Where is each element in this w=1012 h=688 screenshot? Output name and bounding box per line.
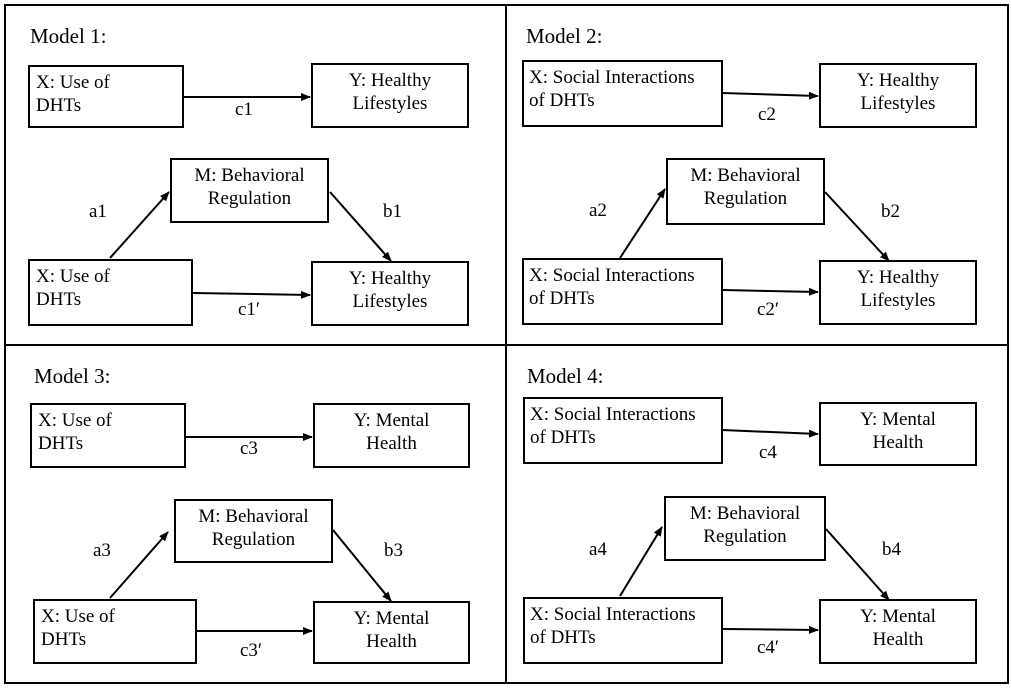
node-label-line1: Y: Healthy bbox=[856, 70, 940, 91]
node-label-line1: X: Social Interactions bbox=[529, 265, 695, 286]
node-label-line1: Y: Mental bbox=[860, 409, 936, 430]
model-title: Model 4: bbox=[527, 364, 604, 388]
independent-variable-box: X: Use of DHTs bbox=[30, 403, 186, 468]
node-label-line1: M: Behavioral bbox=[690, 165, 801, 186]
node-label-line2: of DHTs bbox=[529, 288, 595, 309]
node-label-line2: Regulation bbox=[207, 188, 292, 209]
node-label-line1: Y: Mental bbox=[353, 608, 430, 629]
path-label-c: c2 bbox=[758, 104, 776, 125]
node-label-line1: Y: Mental bbox=[860, 606, 936, 627]
node-label-line2: Lifestyles bbox=[352, 93, 428, 114]
node-label-line1: Y: Healthy bbox=[348, 268, 432, 289]
path-label-c: c1 bbox=[235, 99, 253, 120]
node-label-line1: X: Use of bbox=[38, 410, 112, 431]
node-label-line1: M: Behavioral bbox=[198, 506, 309, 527]
path-label-c-prime: c4′ bbox=[757, 637, 780, 658]
independent-variable-box: X: Use of DHTs bbox=[33, 599, 197, 664]
node-label-line2: Regulation bbox=[703, 526, 787, 547]
dependent-variable-box: Y: Healthy Lifestyles bbox=[311, 261, 469, 326]
path-label-c-prime: c2′ bbox=[757, 299, 780, 320]
node-label-line2: DHTs bbox=[36, 95, 82, 116]
node-label-line1: M: Behavioral bbox=[689, 503, 801, 524]
mediator-box: M: Behavioral Regulation bbox=[666, 158, 825, 225]
node-label-line2: DHTs bbox=[38, 433, 84, 454]
dependent-variable-box: Y: Mental Health bbox=[313, 403, 470, 468]
dependent-variable-box: Y: Healthy Lifestyles bbox=[819, 260, 977, 325]
node-label-line1: X: Social Interactions bbox=[529, 67, 695, 88]
path-label-c-prime: c3′ bbox=[240, 640, 263, 661]
node-label-line2: Regulation bbox=[703, 188, 788, 209]
node-label-line1: Y: Healthy bbox=[348, 70, 432, 91]
dependent-variable-box: Y: Mental Health bbox=[819, 599, 977, 664]
node-label-line1: X: Use of bbox=[36, 72, 110, 93]
independent-variable-box: X: Social Interactions of DHTs bbox=[523, 397, 723, 464]
node-label-line2: DHTs bbox=[36, 289, 82, 310]
node-label-line2: of DHTs bbox=[530, 627, 596, 648]
path-label-b: b2 bbox=[881, 201, 900, 222]
node-label-line2: of DHTs bbox=[530, 427, 596, 448]
node-label-line2: DHTs bbox=[41, 629, 87, 650]
mediator-box: M: Behavioral Regulation bbox=[170, 158, 329, 223]
independent-variable-box: X: Social Interactions of DHTs bbox=[523, 597, 723, 664]
node-label-line2: Health bbox=[366, 433, 417, 454]
dependent-variable-box: Y: Mental Health bbox=[819, 402, 977, 466]
path-label-b: b4 bbox=[882, 539, 901, 560]
node-label-line1: X: Use of bbox=[41, 606, 115, 627]
independent-variable-box: X: Use of DHTs bbox=[28, 259, 193, 326]
model-title: Model 2: bbox=[526, 24, 603, 48]
path-label-a: a2 bbox=[589, 200, 607, 221]
independent-variable-box: X: Use of DHTs bbox=[28, 65, 184, 128]
dependent-variable-box: Y: Healthy Lifestyles bbox=[311, 63, 469, 128]
path-label-c: c4 bbox=[759, 442, 777, 463]
node-label-line2: Lifestyles bbox=[352, 291, 428, 312]
node-label-line1: M: Behavioral bbox=[194, 165, 305, 186]
dependent-variable-box: Y: Healthy Lifestyles bbox=[819, 63, 977, 128]
independent-variable-box: X: Social Interactions of DHTs bbox=[522, 60, 723, 127]
node-label-line2: Health bbox=[872, 432, 924, 453]
path-label-b: b1 bbox=[383, 201, 402, 222]
model-title: Model 3: bbox=[34, 364, 111, 388]
node-label-line2: Lifestyles bbox=[860, 93, 936, 114]
dependent-variable-box: Y: Mental Health bbox=[313, 601, 470, 664]
path-label-a: a3 bbox=[93, 540, 111, 561]
node-label-line1: X: Social Interactions bbox=[530, 404, 696, 425]
node-label-line1: X: Use of bbox=[36, 266, 110, 287]
model-title: Model 1: bbox=[30, 24, 107, 48]
mediator-box: M: Behavioral Regulation bbox=[174, 499, 333, 563]
path-label-c-prime: c1′ bbox=[238, 299, 261, 320]
path-label-a: a1 bbox=[89, 201, 107, 222]
path-label-c: c3 bbox=[240, 438, 258, 459]
node-label-line2: Health bbox=[366, 631, 417, 652]
node-label-line2: of DHTs bbox=[529, 90, 595, 111]
horizontal-divider bbox=[4, 344, 1009, 346]
node-label-line1: Y: Healthy bbox=[856, 267, 940, 288]
path-label-b: b3 bbox=[384, 540, 403, 561]
node-label-line2: Health bbox=[872, 629, 924, 650]
independent-variable-box: X: Social Interactions of DHTs bbox=[522, 258, 723, 325]
node-label-line1: X: Social Interactions bbox=[530, 604, 696, 625]
node-label-line2: Lifestyles bbox=[860, 290, 936, 311]
path-label-a: a4 bbox=[589, 539, 607, 560]
node-label-line1: Y: Mental bbox=[353, 410, 430, 431]
node-label-line2: Regulation bbox=[211, 529, 296, 550]
mediator-box: M: Behavioral Regulation bbox=[664, 496, 826, 561]
